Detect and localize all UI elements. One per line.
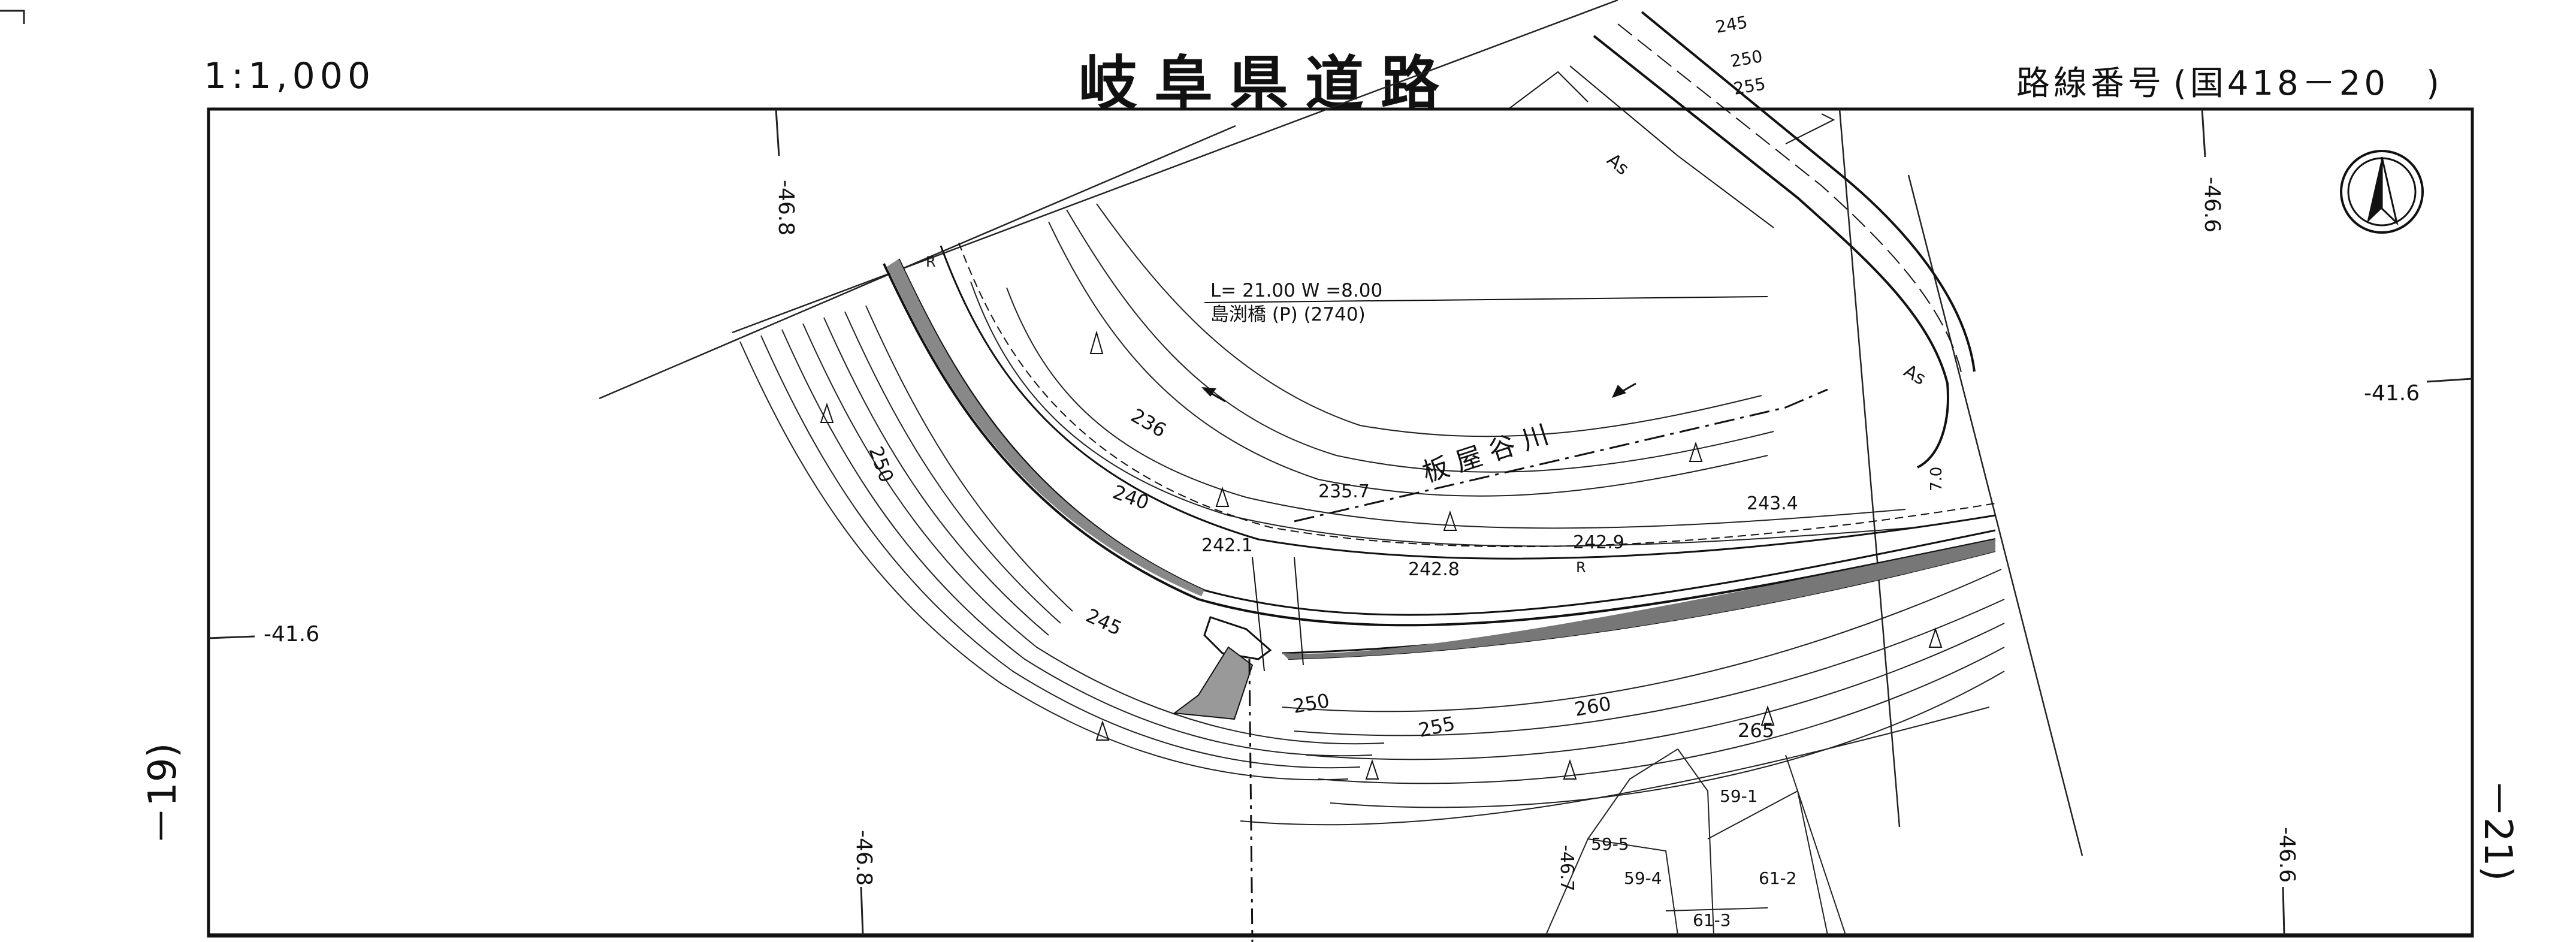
parcel-label: 61-2 [1759, 868, 1797, 888]
parcel-lines [1545, 748, 1846, 935]
parcel-label: 59-1 [1720, 786, 1758, 806]
bridge-dimensions: L= 21.00 W =8.00 [1210, 280, 1382, 301]
river-centerline [1294, 388, 1828, 523]
road-surface-label: As [1603, 149, 1633, 179]
upper-road [1509, 11, 1976, 469]
elevation-label: 235.7 [1318, 481, 1370, 502]
bridge [1173, 557, 1304, 720]
contour-label: 245 [1714, 12, 1748, 37]
parcel-label: 59-4 [1624, 868, 1662, 888]
contour-lines [739, 203, 2005, 826]
survey-boundaries [599, 0, 2083, 856]
note-leader-line [1204, 296, 1768, 303]
elevation-label: 242.9 [1573, 532, 1624, 553]
contour-label: 255 [1417, 712, 1457, 742]
flow-arrow-icon [1201, 382, 1636, 403]
corner-mark [0, 10, 25, 24]
grid-tick-bottom-left [860, 886, 864, 935]
contour-label: 265 [1738, 719, 1774, 742]
route-label: 路線番号 [2016, 64, 2165, 103]
grid-tick-bottom-right [2282, 886, 2285, 935]
route-number-block: 路線番号(国418－20 ) [2016, 56, 2443, 105]
route-number: (国418－20 ) [2173, 64, 2443, 103]
elevation-label: 243.4 [1747, 493, 1798, 514]
survey-point-label: -46.7 [1556, 845, 1577, 892]
parcel-label: 59-5 [1591, 834, 1629, 854]
contour-label: 245 [1083, 604, 1125, 640]
river-name: 板屋谷川 [1419, 416, 1560, 488]
parcel-label: 61-3 [1693, 910, 1731, 930]
grid-label-bottom-right: -46.6 [2275, 827, 2299, 883]
bridge-name: 島渕橋 (P) (2740) [1210, 304, 1366, 325]
elevation-label: 242.8 [1408, 559, 1460, 580]
map-title: 岐阜県道路 [1079, 50, 1457, 118]
river-banks [883, 242, 1996, 660]
grid-tick-right [2426, 378, 2473, 383]
grid-tick-top-right [2201, 108, 2206, 158]
misc-label: 7.0 [1928, 467, 1946, 491]
contour-label: 236 [1127, 404, 1170, 442]
grid-label-top-right: -46.6 [2200, 177, 2224, 233]
elevation-label: 242.1 [1201, 535, 1253, 556]
grid-label-bottom-left: -46.8 [851, 830, 876, 886]
vegetation-symbols [820, 330, 1943, 780]
contour-label: 240 [1110, 481, 1152, 515]
road-surface-label: As [1900, 361, 1929, 390]
grid-label-left: -41.6 [264, 622, 319, 647]
contour-label: 250 [1291, 689, 1331, 718]
grid-tick-top-left [775, 108, 780, 156]
road-centerline [1248, 659, 1254, 942]
north-arrow-icon [2340, 150, 2424, 234]
grid-label-top-left: -46.8 [774, 180, 798, 236]
misc-label: R [1576, 559, 1586, 576]
grid-tick-left [208, 635, 255, 639]
contour-label: 250 [1729, 46, 1763, 71]
map-frame [207, 107, 2474, 938]
grid-label-right: -41.6 [2364, 381, 2420, 406]
contour-label: 260 [1573, 692, 1613, 721]
misc-label: R [926, 253, 936, 270]
contour-label: 250 [864, 443, 898, 485]
contour-label: 255 [1732, 74, 1766, 99]
map-scale: 1:1,000 [204, 55, 376, 97]
